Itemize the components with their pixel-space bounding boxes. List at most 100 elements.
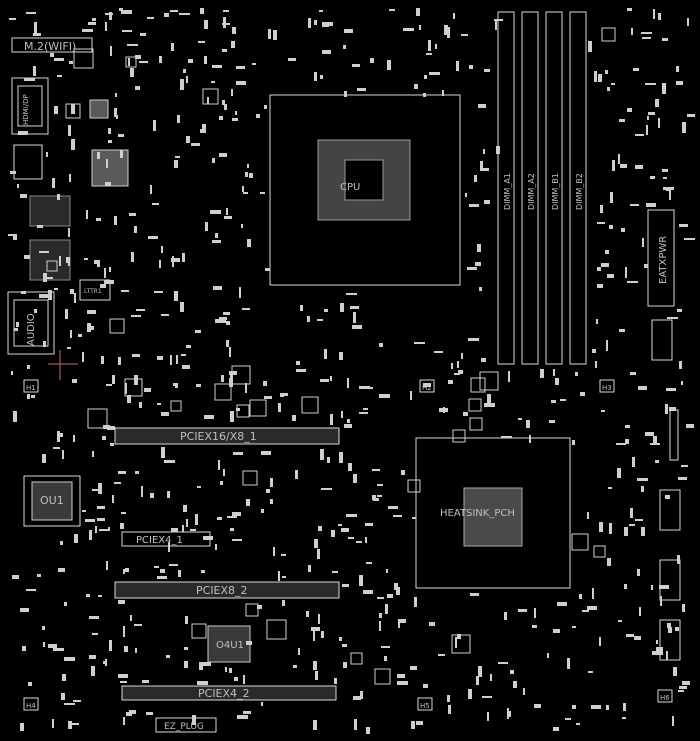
smd-pad [64, 657, 75, 661]
smd-pad [196, 384, 201, 387]
smd-pad [324, 309, 328, 312]
smd-pad [490, 674, 492, 681]
smd-pad [130, 615, 132, 621]
smd-pad [202, 124, 206, 133]
smd-pad [676, 66, 679, 72]
smd-pad [457, 361, 459, 368]
small-ic [452, 429, 466, 443]
smd-pad [217, 517, 222, 520]
smd-pad [42, 454, 46, 463]
smd-pad [164, 460, 175, 463]
smd-pad [226, 340, 229, 347]
smd-pad [62, 450, 64, 459]
smd-pad [118, 471, 126, 474]
smd-pad [207, 97, 209, 104]
smd-pad [632, 457, 635, 467]
smd-pad [669, 407, 676, 411]
pciex8-2-slot: PCIEX8_2 [114, 581, 340, 599]
smd-pad [182, 365, 190, 369]
smd-pad [300, 305, 303, 311]
smd-pad [283, 393, 288, 396]
smd-pad [588, 671, 593, 673]
smd-pad [386, 569, 388, 573]
smd-pad [270, 499, 273, 504]
smd-pad [48, 290, 52, 300]
smd-pad [57, 431, 60, 442]
smd-pad [166, 655, 170, 658]
dimm-a2-label: DIMM_A2 [527, 173, 536, 210]
smd-pad [344, 91, 347, 97]
smd-pad [572, 705, 576, 709]
smd-pad [483, 149, 485, 154]
smd-pad [222, 100, 225, 105]
smd-pad [381, 646, 390, 648]
smd-pad [60, 541, 63, 545]
small-ic [170, 400, 182, 412]
smd-pad [678, 690, 684, 692]
small-ic [350, 652, 363, 665]
smd-pad [164, 13, 169, 17]
smd-pad [416, 721, 423, 725]
smd-pad [48, 644, 57, 648]
smd-pad [278, 571, 280, 581]
smd-pad [681, 465, 688, 467]
smd-pad [42, 626, 45, 630]
smd-pad [534, 704, 541, 708]
chip-small-top [89, 99, 109, 119]
smd-pad [130, 68, 134, 77]
smd-pad [200, 129, 202, 133]
smd-pad [150, 185, 152, 194]
small-ic [109, 318, 125, 334]
smd-pad [350, 306, 359, 309]
smd-pad [72, 379, 77, 383]
smd-pad [469, 65, 473, 69]
smd-pad [463, 412, 468, 416]
smd-pad [223, 17, 226, 28]
smd-pad [314, 539, 318, 548]
smd-pad [230, 528, 234, 531]
smd-pad [619, 119, 625, 122]
smd-pad [20, 608, 29, 612]
smd-pad [69, 174, 71, 182]
smd-pad [401, 470, 405, 475]
smd-pad [456, 61, 459, 71]
smd-pad [572, 440, 575, 445]
smd-pad [447, 27, 450, 38]
smd-pad [20, 194, 27, 198]
smd-pad [153, 120, 156, 131]
smd-pad [629, 524, 635, 526]
smd-pad [320, 449, 324, 460]
smd-pad [59, 433, 63, 437]
smd-pad [212, 158, 215, 163]
smd-pad [110, 443, 114, 446]
smd-pad [461, 34, 468, 36]
smd-pad [10, 171, 16, 174]
smd-pad [627, 108, 632, 112]
smd-pad [423, 383, 431, 387]
smd-pad [212, 240, 221, 243]
smd-pad [199, 662, 203, 670]
small-ic [214, 383, 232, 401]
m2-wifi-area: M.2(WIFI) [11, 37, 93, 53]
smd-pad [308, 18, 311, 28]
smd-pad [635, 134, 644, 136]
smd-pad [97, 152, 100, 159]
small-ic [236, 404, 250, 418]
smd-pad [233, 452, 243, 455]
smd-pad [650, 443, 660, 445]
smd-pad [227, 516, 237, 518]
smd-pad [53, 447, 60, 449]
smd-pad [106, 561, 108, 570]
smd-pad [560, 399, 566, 401]
smd-pad [74, 293, 76, 303]
smd-pad [387, 60, 391, 70]
smd-pad [682, 681, 690, 685]
smd-pad [672, 716, 674, 726]
smd-pad [201, 570, 205, 573]
smd-pad [618, 620, 622, 622]
smd-pad [183, 505, 187, 512]
smd-pad [141, 486, 143, 497]
smd-pad [534, 608, 536, 618]
smd-pad [627, 8, 632, 11]
smd-pad [668, 627, 672, 633]
